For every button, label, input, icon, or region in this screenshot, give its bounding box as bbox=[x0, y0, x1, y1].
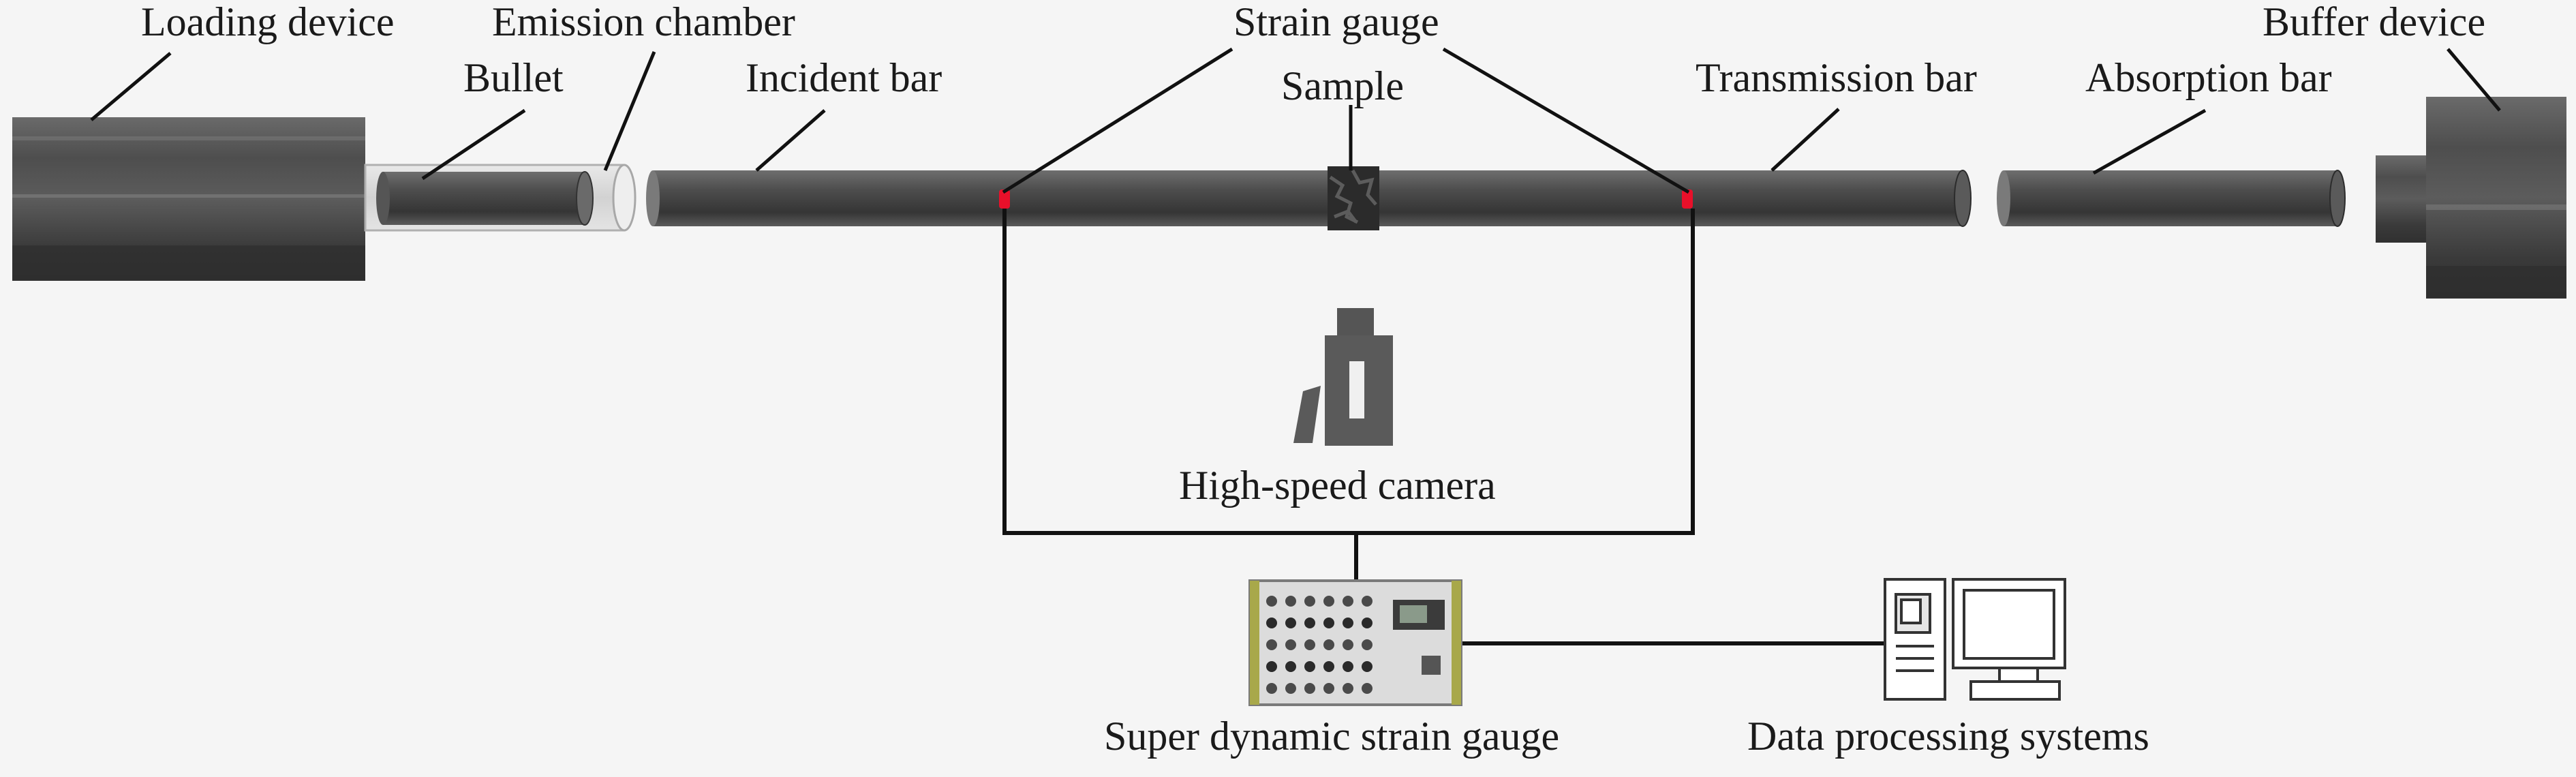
absorption-bar bbox=[1997, 170, 2346, 227]
incident-bar bbox=[646, 170, 1972, 227]
strain-gauge-socket bbox=[1362, 618, 1373, 628]
strain-gauge-socket bbox=[1304, 596, 1315, 607]
label-loading-device: Loading device bbox=[141, 0, 395, 44]
buffer-device bbox=[2376, 97, 2566, 299]
label-emission-chamber: Emission chamber bbox=[492, 0, 795, 44]
strain-gauge-socket bbox=[1266, 618, 1277, 628]
leader-lines bbox=[90, 47, 2501, 194]
strain-gauge-socket bbox=[1323, 661, 1334, 672]
strain-gauge-socket bbox=[1266, 596, 1277, 607]
high-speed-camera bbox=[1293, 308, 1393, 446]
strain-gauge-marker-transmission bbox=[1682, 189, 1693, 209]
label-super-dynamic-strain-gauge: Super dynamic strain gauge bbox=[1104, 714, 1559, 759]
strain-gauge-socket bbox=[1266, 683, 1277, 694]
strain-gauge-socket bbox=[1304, 618, 1315, 628]
label-bullet: Bullet bbox=[463, 55, 564, 100]
bullet bbox=[376, 171, 594, 226]
strain-gauge-socket bbox=[1343, 596, 1353, 607]
signal-wiring bbox=[1002, 209, 1885, 645]
label-transmission-bar: Transmission bar bbox=[1696, 55, 1977, 100]
strain-gauge-socket bbox=[1266, 661, 1277, 672]
strain-gauge-socket bbox=[1285, 661, 1296, 672]
data-processing-systems bbox=[1884, 578, 2066, 701]
strain-gauge-socket bbox=[1304, 639, 1315, 650]
strain-gauge-socket bbox=[1343, 639, 1353, 650]
strain-gauge-socket bbox=[1323, 683, 1334, 694]
super-dynamic-strain-gauge bbox=[1248, 579, 1462, 706]
strain-gauge-socket bbox=[1285, 639, 1296, 650]
strain-gauge-socket bbox=[1323, 618, 1334, 628]
strain-gauge-socket bbox=[1362, 639, 1373, 650]
strain-gauge-socket bbox=[1343, 661, 1353, 672]
strain-gauge-socket bbox=[1362, 683, 1373, 694]
strain-gauge-socket bbox=[1362, 661, 1373, 672]
label-strain-gauge: Strain gauge bbox=[1233, 0, 1439, 44]
strain-gauge-socket bbox=[1285, 596, 1296, 607]
strain-gauge-socket bbox=[1343, 618, 1353, 628]
strain-gauge-socket bbox=[1362, 596, 1373, 607]
strain-gauge-socket bbox=[1323, 639, 1334, 650]
strain-gauge-socket bbox=[1323, 596, 1334, 607]
label-buffer-device: Buffer device bbox=[2263, 0, 2485, 44]
strain-gauge-socket bbox=[1285, 618, 1296, 628]
strain-gauge-socket bbox=[1304, 683, 1315, 694]
label-high-speed-camera: High-speed camera bbox=[1179, 463, 1496, 508]
strain-gauge-socket bbox=[1285, 683, 1296, 694]
label-incident-bar: Incident bar bbox=[746, 55, 942, 100]
label-absorption-bar: Absorption bar bbox=[2085, 55, 2332, 100]
label-sample: Sample bbox=[1281, 63, 1404, 108]
label-data-processing-systems: Data processing systems bbox=[1747, 714, 2149, 759]
loading-device bbox=[12, 117, 365, 281]
strain-gauge-socket bbox=[1304, 661, 1315, 672]
strain-gauge-panel-sockets bbox=[1266, 596, 1373, 694]
sample bbox=[1328, 166, 1379, 230]
strain-gauge-socket bbox=[1266, 639, 1277, 650]
strain-gauge-marker-incident bbox=[999, 189, 1010, 209]
strain-gauge-socket bbox=[1343, 683, 1353, 694]
